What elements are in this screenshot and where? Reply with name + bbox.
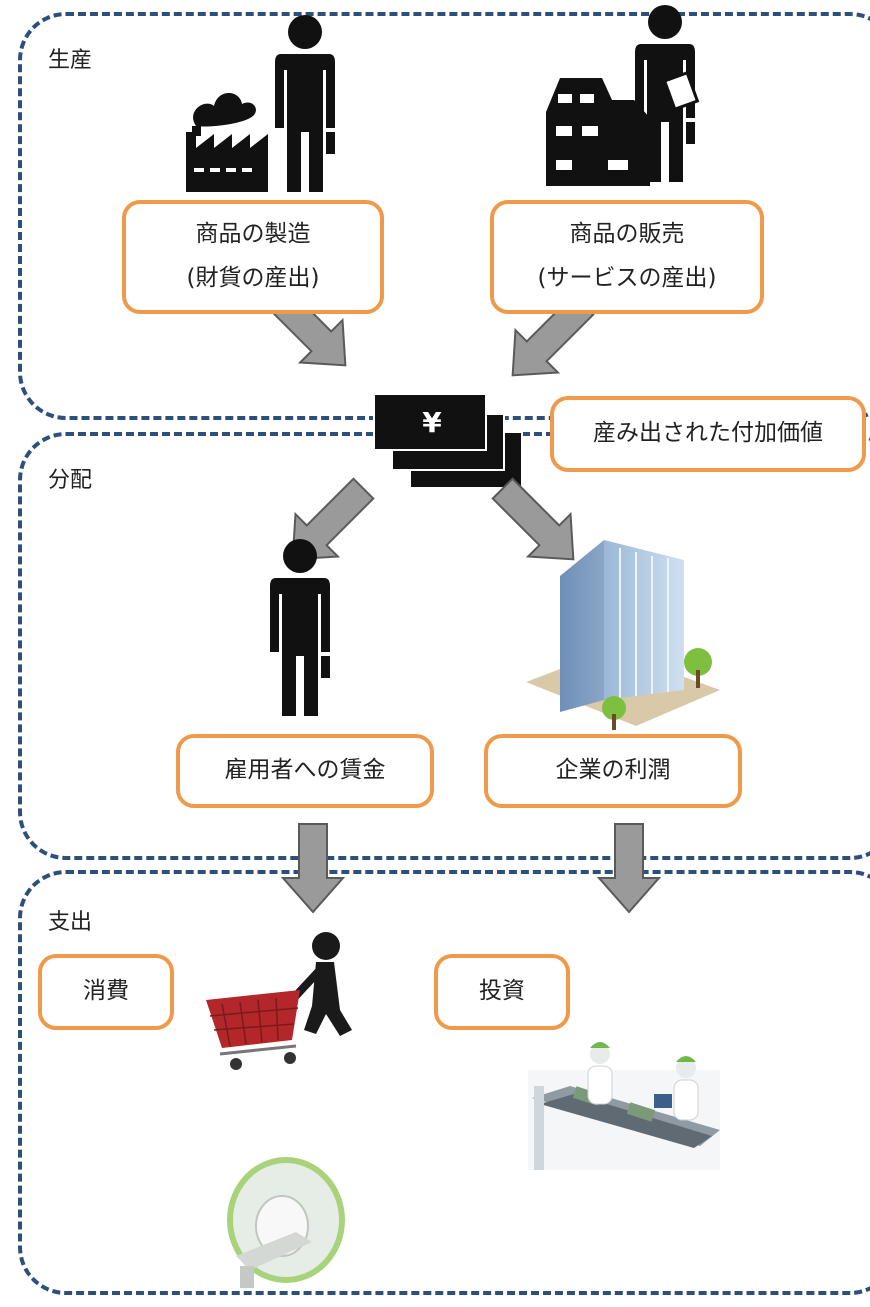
sales-subtitle: (サービスの産出) — [537, 265, 717, 291]
box-profit: 企業の利潤 — [484, 734, 742, 808]
factory-icon — [186, 93, 268, 192]
box-manufacturing: 商品の製造 (財貨の産出) — [122, 200, 384, 314]
box-investment: 投資 — [434, 954, 570, 1030]
box-wages: 雇用者への賃金 — [176, 734, 434, 808]
box-consumption: 消費 — [38, 954, 174, 1030]
mri-scanner-icon — [176, 1157, 362, 1290]
expenditure-section — [18, 870, 870, 1295]
employee-icon — [270, 539, 330, 716]
arrow-money-to-wages — [291, 477, 375, 561]
arrow-wages-down — [280, 823, 346, 914]
arrow-profit-down — [596, 823, 662, 914]
arrow-money-to-profit — [491, 477, 575, 561]
manufacturing-subtitle: (財貨の産出) — [186, 265, 320, 291]
house-icon — [546, 78, 650, 186]
sales-title: 商品の販売 — [569, 221, 685, 248]
worker-icon — [275, 15, 335, 192]
distribution-label: 分配 — [48, 468, 93, 493]
factory-line-workers-icon — [528, 1042, 720, 1170]
manufacturing-title: 商品の製造 — [195, 221, 311, 248]
box-value-added: 産み出された付加価値 — [550, 396, 866, 472]
office-building-icon — [526, 540, 720, 730]
salesperson-icon — [635, 5, 700, 182]
shopping-cart-person-icon — [206, 932, 352, 1070]
yen-notes-icon: ¥ — [373, 393, 523, 489]
yen-symbol: ¥ — [422, 406, 442, 439]
production-label: 生産 — [48, 48, 93, 73]
expenditure-label: 支出 — [48, 910, 93, 935]
box-sales: 商品の販売 (サービスの産出) — [490, 200, 764, 314]
